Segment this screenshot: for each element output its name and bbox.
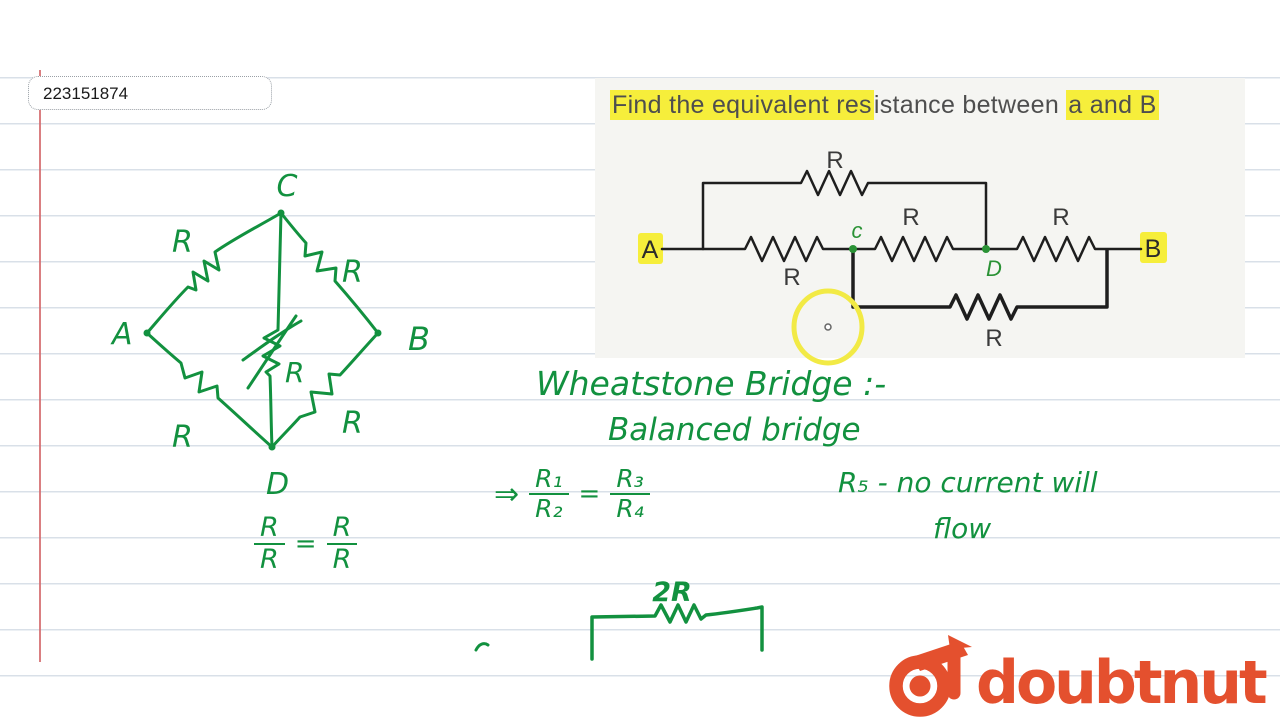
question-title-highlight-1: Find the equivalent res bbox=[610, 90, 874, 120]
terminal-a-highlight bbox=[638, 233, 663, 264]
fraction-denominator-r4: R₄ bbox=[616, 494, 644, 524]
question-title-mid: istance between bbox=[873, 91, 1067, 119]
fraction-r1-r2: R₁ R₂ bbox=[529, 465, 569, 524]
fraction-denominator-r2: R₂ bbox=[535, 494, 563, 524]
note-wheatstone-heading: Wheatstone Bridge :- bbox=[536, 364, 887, 403]
fraction-denominator-r: R bbox=[260, 544, 279, 576]
main-branch-wire bbox=[660, 235, 1143, 263]
balance-condition-equation: ⇒ R₁ R₂ = R₃ R₄ bbox=[494, 465, 650, 524]
resistor-label-middle: R bbox=[902, 204, 919, 231]
top-branch-wire bbox=[701, 169, 988, 251]
terminal-b-highlight bbox=[1140, 232, 1167, 263]
cursor-dot bbox=[824, 323, 832, 331]
note-balanced-bridge: Balanced bridge bbox=[608, 412, 861, 448]
resistor-label-bottom: R bbox=[985, 325, 1002, 352]
fraction-r3-r4: R₃ R₄ bbox=[610, 465, 650, 524]
fraction-numerator-r-2: R bbox=[326, 513, 358, 546]
note-r5-flow: flow bbox=[933, 512, 992, 545]
circuit-wires bbox=[660, 169, 1143, 321]
resistor-label-top: R bbox=[826, 147, 843, 174]
question-title: Find the equivalent resistance between a… bbox=[610, 90, 1235, 120]
question-id: 223151874 bbox=[43, 84, 129, 103]
fraction-denominator-r-2: R bbox=[332, 544, 352, 576]
cursor-highlight-ring bbox=[791, 288, 865, 366]
terminal-a-label: A bbox=[642, 236, 659, 264]
question-circuit-diagram: R R R R R A B c D bbox=[638, 147, 1167, 366]
icon-cap-flag bbox=[948, 635, 972, 649]
resistor-labels: R R R R R bbox=[783, 147, 1069, 352]
icon-center-dot bbox=[909, 675, 931, 697]
question-id-box: 223151874 bbox=[28, 76, 272, 110]
node-c-dot bbox=[849, 245, 857, 253]
question-panel: Find the equivalent resistance between a… bbox=[595, 78, 1245, 366]
doubtnut-wordmark: doubtnut bbox=[976, 648, 1268, 718]
node-d-dot bbox=[982, 245, 990, 253]
equals-sign-2: = bbox=[294, 529, 317, 560]
implies-arrow: ⇒ bbox=[494, 476, 520, 512]
note-r5-no-current: R₅ - no current will bbox=[838, 466, 1098, 499]
equals-sign: = bbox=[578, 479, 601, 510]
resistor-label-left: R bbox=[783, 264, 800, 291]
doubtnut-icon bbox=[889, 635, 972, 717]
fraction-numerator-r3: R₃ bbox=[610, 465, 650, 496]
node-d-annotation: D bbox=[986, 256, 1002, 281]
ratio-check-equation: R R = R R bbox=[254, 513, 358, 576]
question-title-highlight-2: a and B bbox=[1066, 90, 1159, 120]
notebook-margin-line bbox=[39, 70, 41, 662]
fraction-numerator-r1: R₁ bbox=[529, 465, 569, 496]
fraction-r-r-left: R R bbox=[254, 513, 285, 576]
fraction-r-r-right: R R bbox=[326, 513, 358, 576]
fraction-numerator-r: R bbox=[254, 513, 285, 546]
resistor-label-right: R bbox=[1052, 204, 1069, 231]
doubtnut-icon-shapes bbox=[889, 635, 972, 717]
terminal-b-label: B bbox=[1145, 235, 1162, 263]
bottom-branch-wire bbox=[851, 247, 1109, 321]
node-c-annotation: c bbox=[852, 218, 863, 243]
